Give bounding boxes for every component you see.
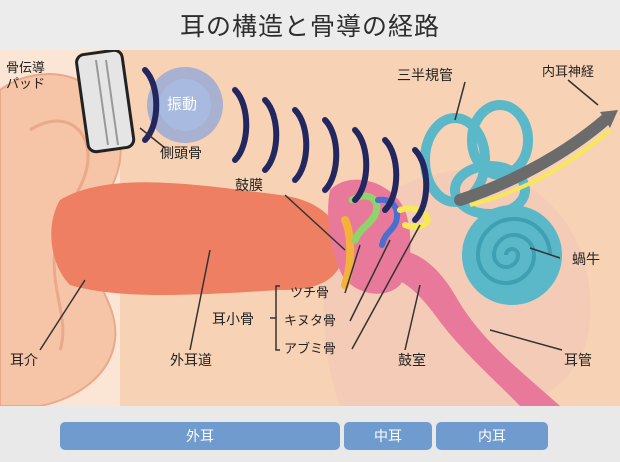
leader-incus [349,239,391,322]
region-bar: 外耳 中耳 内耳 [0,406,620,462]
leader-cochlea [529,247,561,259]
region-outer-ear: 外耳 [60,422,340,450]
stapes-label: アブミ骨 [284,341,336,357]
title-bar: 耳の構造と骨導の経路 [0,0,620,50]
leader-auricle [39,279,86,351]
ear-canal-shape [51,182,346,295]
region-inner-ear: 内耳 [436,422,548,450]
incus-label: キヌタ骨 [284,314,336,329]
malleus-label: ツチ骨 [290,286,329,301]
stapes-shape [397,205,432,230]
nerve-arrow [600,110,618,128]
leader-temporal [139,127,166,149]
leader-eustachian [489,329,563,351]
temporal-bone-label: 側頭骨 [160,146,202,162]
wave-3 [262,97,280,173]
eardrum-label: 鼓膜 [235,178,263,194]
vibration-core [159,79,211,131]
bone-conduction-pad[interactable] [75,50,136,154]
leader-lines [39,79,599,351]
tympanic-cavity-label: 鼓室 [398,352,426,369]
leader-malleus [344,244,361,294]
pad-line-1 [95,59,109,146]
wave-4 [292,107,310,183]
eustachian-tube-label: 耳管 [564,353,592,369]
cochlea-label: 蝸牛 [572,252,600,268]
ear-canal-label: 外耳道 [170,353,212,369]
nerve-fiber [469,128,612,207]
vibration-waves [142,67,430,223]
page-title: 耳の構造と骨導の経路 [179,12,440,41]
cochlea-spiral [475,217,552,285]
leader-semicircular [454,81,466,121]
wave-6 [352,127,370,203]
inner-ear-nerve [454,114,611,206]
leader-nerve [567,79,599,106]
wave-8 [412,147,430,223]
bone-pad-label-line1: 骨伝導 [6,61,45,76]
pad-line-2 [105,59,119,146]
wave-7 [382,137,400,213]
semicircular-label: 三半規管 [397,68,453,84]
eustachian-tube-shape [390,250,560,406]
ossicles-label: 耳小骨 [212,312,254,328]
wave-5 [322,117,340,193]
eardrum-shape [341,216,355,289]
inner-nerve-label: 内耳神経 [542,64,594,80]
leader-eardrum [284,194,346,251]
semicircular-canal-3 [450,161,530,219]
bone-pad-label-line2: パッド [6,77,45,92]
semicircular-canal-2 [467,100,533,180]
leader-stapes [351,224,421,350]
ear-anatomy-diagram: 骨伝導 パッド 振動 側頭骨 三半規管 内耳神経 鼓膜 蝸牛 ツチ骨 キヌタ骨 … [0,50,620,406]
wave-2 [232,87,250,163]
leader-canal [189,249,211,351]
leader-tympanic [404,284,421,351]
malleus-shape [348,192,381,244]
auricle-label: 耳介 [10,353,38,369]
vibration-label: 振動 [167,95,197,113]
region-middle-ear: 中耳 [344,422,432,450]
